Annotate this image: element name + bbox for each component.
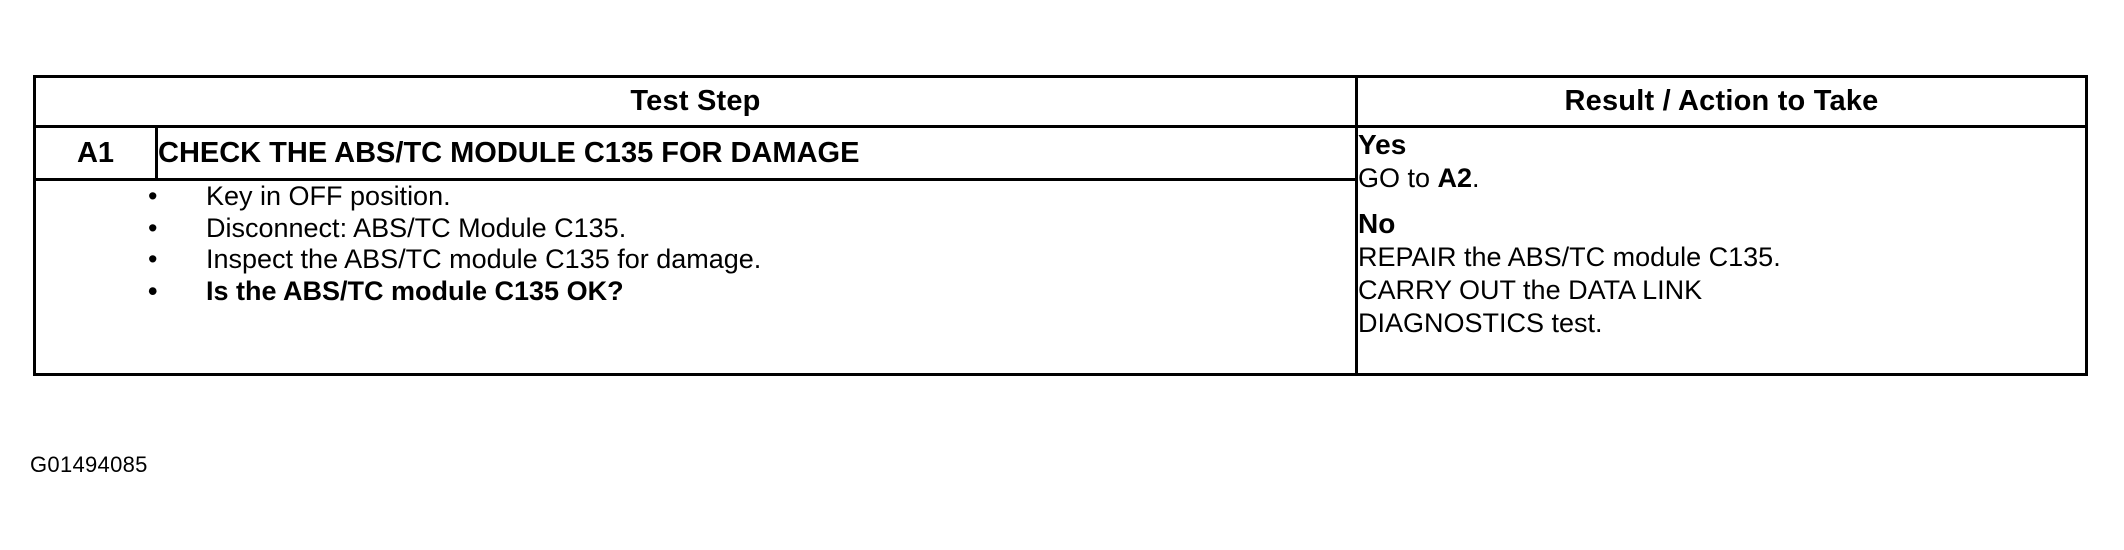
list-item-label: Is the ABS/TC module C135 OK? xyxy=(206,275,624,306)
step-instructions-cell: • Key in OFF position. • Disconnect: ABS… xyxy=(33,178,1358,376)
diagnostic-test-step-table: Test Step Result / Action to Take A1 CHE… xyxy=(33,75,2088,376)
bullet-icon: • xyxy=(148,181,158,211)
figure-caption: G01494085 xyxy=(30,452,148,477)
list-item: • Is the ABS/TC module C135 OK? xyxy=(148,276,1355,308)
column-header-test-step: Test Step xyxy=(33,75,1358,128)
table-header-row: Test Step Result / Action to Take xyxy=(33,75,2088,128)
list-item-label: Key in OFF position. xyxy=(206,181,451,211)
result-block-no: No REPAIR the ABS/TC module C135. CARRY … xyxy=(1358,207,2085,340)
bullet-icon: • xyxy=(148,275,158,306)
table-row: • Key in OFF position. • Disconnect: ABS… xyxy=(33,178,2087,376)
step-instruction-list: • Key in OFF position. • Disconnect: ABS… xyxy=(36,181,1355,307)
list-item: • Disconnect: ABS/TC Module C135. xyxy=(148,213,1355,245)
result-line: REPAIR the ABS/TC module C135. xyxy=(1358,242,1781,272)
result-line-prefix: GO to xyxy=(1358,163,1438,193)
list-item: • Key in OFF position. xyxy=(148,181,1355,213)
result-action-cell: Yes GO to A2. No REPAIR the ABS/TC modul… xyxy=(1355,125,2088,376)
step-title-cell: CHECK THE ABS/TC MODULE C135 FOR DAMAGE xyxy=(155,125,1358,181)
result-block-yes: Yes GO to A2. xyxy=(1358,128,2085,195)
result-line-suffix: . xyxy=(1472,163,1480,193)
result-label-yes: Yes xyxy=(1358,129,1407,160)
result-line: DIAGNOSTICS test. xyxy=(1358,308,1603,338)
result-spacer xyxy=(1358,195,2085,207)
column-header-result-action: Result / Action to Take xyxy=(1355,75,2088,128)
result-label-no: No xyxy=(1358,208,1396,239)
step-id-cell: A1 xyxy=(33,125,158,181)
list-item: • Inspect the ABS/TC module C135 for dam… xyxy=(148,244,1355,276)
list-item-label: Inspect the ABS/TC module C135 for damag… xyxy=(206,244,762,274)
table-row: A1 CHECK THE ABS/TC MODULE C135 FOR DAMA… xyxy=(33,125,2088,376)
bullet-icon: • xyxy=(148,244,158,274)
result-line-strong: A2 xyxy=(1437,163,1473,193)
bullet-icon: • xyxy=(148,212,158,243)
list-item-label: Disconnect: ABS/TC Module C135. xyxy=(206,212,627,243)
result-line: CARRY OUT the DATA LINK xyxy=(1358,275,1703,305)
result-line: GO to A2. xyxy=(1358,162,2085,195)
